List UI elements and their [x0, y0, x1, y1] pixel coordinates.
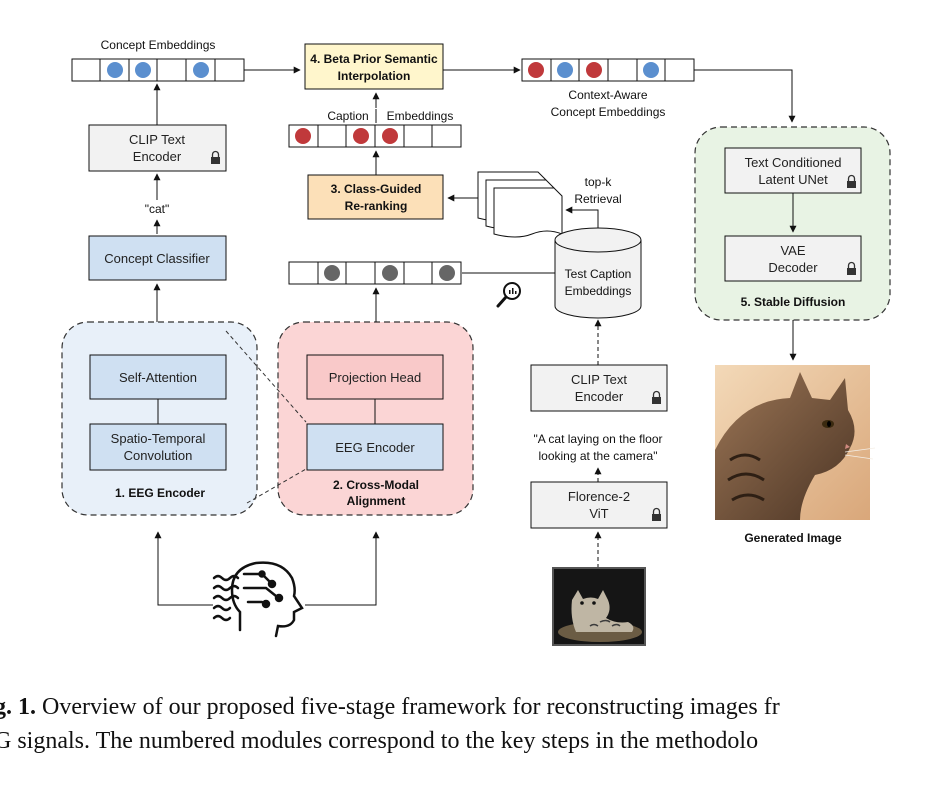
- concept-embeddings-strip: [71, 58, 245, 82]
- context-aware-strip: [521, 58, 695, 82]
- florence-box: [530, 481, 668, 529]
- document-stack-icon: [477, 171, 563, 238]
- lock-icon: [211, 150, 220, 164]
- florence-line2: ViT: [589, 506, 608, 521]
- embeddings-label: Embeddings: [387, 109, 454, 123]
- generated-caption-line1: "A cat laying on the floor: [533, 432, 662, 446]
- clip-text-encoder-left-line2: Encoder: [133, 149, 182, 164]
- class-guided-line1: 3. Class-Guided: [331, 182, 422, 196]
- embedding-dot: [353, 128, 369, 144]
- lock-icon: [847, 174, 856, 188]
- embedding-dot: [557, 62, 573, 78]
- dashed-link-top: [225, 330, 307, 423]
- embedding-dot: [324, 265, 340, 281]
- dashed-link-bottom: [246, 468, 307, 504]
- embedding-dot: [528, 62, 544, 78]
- generated-image-label: Generated Image: [744, 531, 842, 545]
- projection-head-box: [306, 354, 444, 400]
- embedding-dot: [135, 62, 151, 78]
- figure-label: g. 1.: [0, 694, 36, 720]
- vae-line1: VAE: [780, 243, 805, 258]
- class-guided-line2: Re-ranking: [345, 199, 408, 213]
- test-caption-line1: Test Caption: [565, 267, 632, 281]
- stable-diffusion-title: 5. Stable Diffusion: [741, 295, 846, 309]
- embedding-dot: [382, 128, 398, 144]
- embedding-dot: [295, 128, 311, 144]
- unet-line1: Text Conditioned: [745, 155, 842, 170]
- cross-modal-title-line2: Alignment: [347, 494, 406, 508]
- generated-image: [715, 365, 876, 520]
- eeg-encoder-title: 1. EEG Encoder: [115, 486, 205, 500]
- self-attention-box: [89, 354, 227, 400]
- spatio-temporal-line2: Convolution: [124, 448, 193, 463]
- vae-line2: Decoder: [768, 260, 818, 275]
- lock-icon: [652, 507, 661, 521]
- framework-diagram: Concept Embeddings CLIP Text Encoder "ca…: [61, 38, 891, 646]
- concept-classifier-label: Concept Classifier: [104, 251, 210, 266]
- unet-box: [724, 147, 862, 194]
- embedding-dot: [643, 62, 659, 78]
- context-aware-line1: Context-Aware: [568, 88, 647, 102]
- clip-text-encoder-right-line1: CLIP Text: [571, 372, 627, 387]
- spatio-temporal-box: [89, 423, 227, 471]
- test-caption-line2: Embeddings: [565, 284, 632, 298]
- context-aware-line2: Concept Embeddings: [551, 105, 666, 119]
- eeg-encoder-label: EEG Encoder: [335, 440, 415, 455]
- search-icon: [496, 282, 521, 308]
- caption-embeddings-strip: [288, 124, 462, 148]
- beta-prior-line2: Interpolation: [338, 69, 411, 83]
- projection-head-label: Projection Head: [329, 370, 422, 385]
- eeg-encoder-box: [306, 423, 444, 471]
- generated-caption-line2: looking at the camera": [539, 449, 658, 463]
- figure-caption-line1: g. 1. Overview of our proposed five-stag…: [0, 690, 948, 724]
- figure-caption: g. 1. Overview of our proposed five-stag…: [0, 690, 948, 758]
- cat-label: "cat": [145, 202, 170, 216]
- lock-icon: [847, 261, 856, 275]
- clip-text-encoder-right: [530, 364, 668, 412]
- clip-text-encoder-left: [88, 124, 227, 172]
- figure-caption-line2: G signals. The numbered modules correspo…: [0, 728, 759, 754]
- clip-text-encoder-right-line2: Encoder: [575, 389, 624, 404]
- lock-icon: [652, 390, 661, 404]
- cross-modal-title-line1: 2. Cross-Modal: [333, 478, 419, 492]
- vae-box: [724, 235, 862, 282]
- figure-caption-text1: Overview of our proposed five-stage fram…: [42, 694, 780, 720]
- embedding-dot: [107, 62, 123, 78]
- embedding-dot: [586, 62, 602, 78]
- concept-classifier-box: [88, 235, 227, 281]
- embedding-dot: [439, 265, 455, 281]
- concept-embeddings-label: Concept Embeddings: [101, 38, 216, 52]
- clip-text-encoder-left-line1: CLIP Text: [129, 132, 185, 147]
- input-image: [552, 567, 646, 646]
- florence-line1: Florence-2: [568, 489, 630, 504]
- unet-line2: Latent UNet: [758, 172, 828, 187]
- beta-prior-box: [304, 43, 444, 90]
- spatio-temporal-line1: Spatio-Temporal: [111, 431, 206, 446]
- top-k-line2: Retrieval: [574, 192, 621, 206]
- class-guided-box: [307, 174, 444, 220]
- brain-head-icon: [212, 561, 304, 638]
- test-caption-database: [554, 227, 642, 319]
- self-attention-label: Self-Attention: [119, 370, 197, 385]
- beta-prior-line1: 4. Beta Prior Semantic: [310, 52, 438, 66]
- embedding-dot: [193, 62, 209, 78]
- top-k-line1: top-k: [585, 175, 613, 189]
- caption-label: Caption: [327, 109, 368, 123]
- embedding-dot: [382, 265, 398, 281]
- retrieval-embeddings-strip: [288, 261, 462, 285]
